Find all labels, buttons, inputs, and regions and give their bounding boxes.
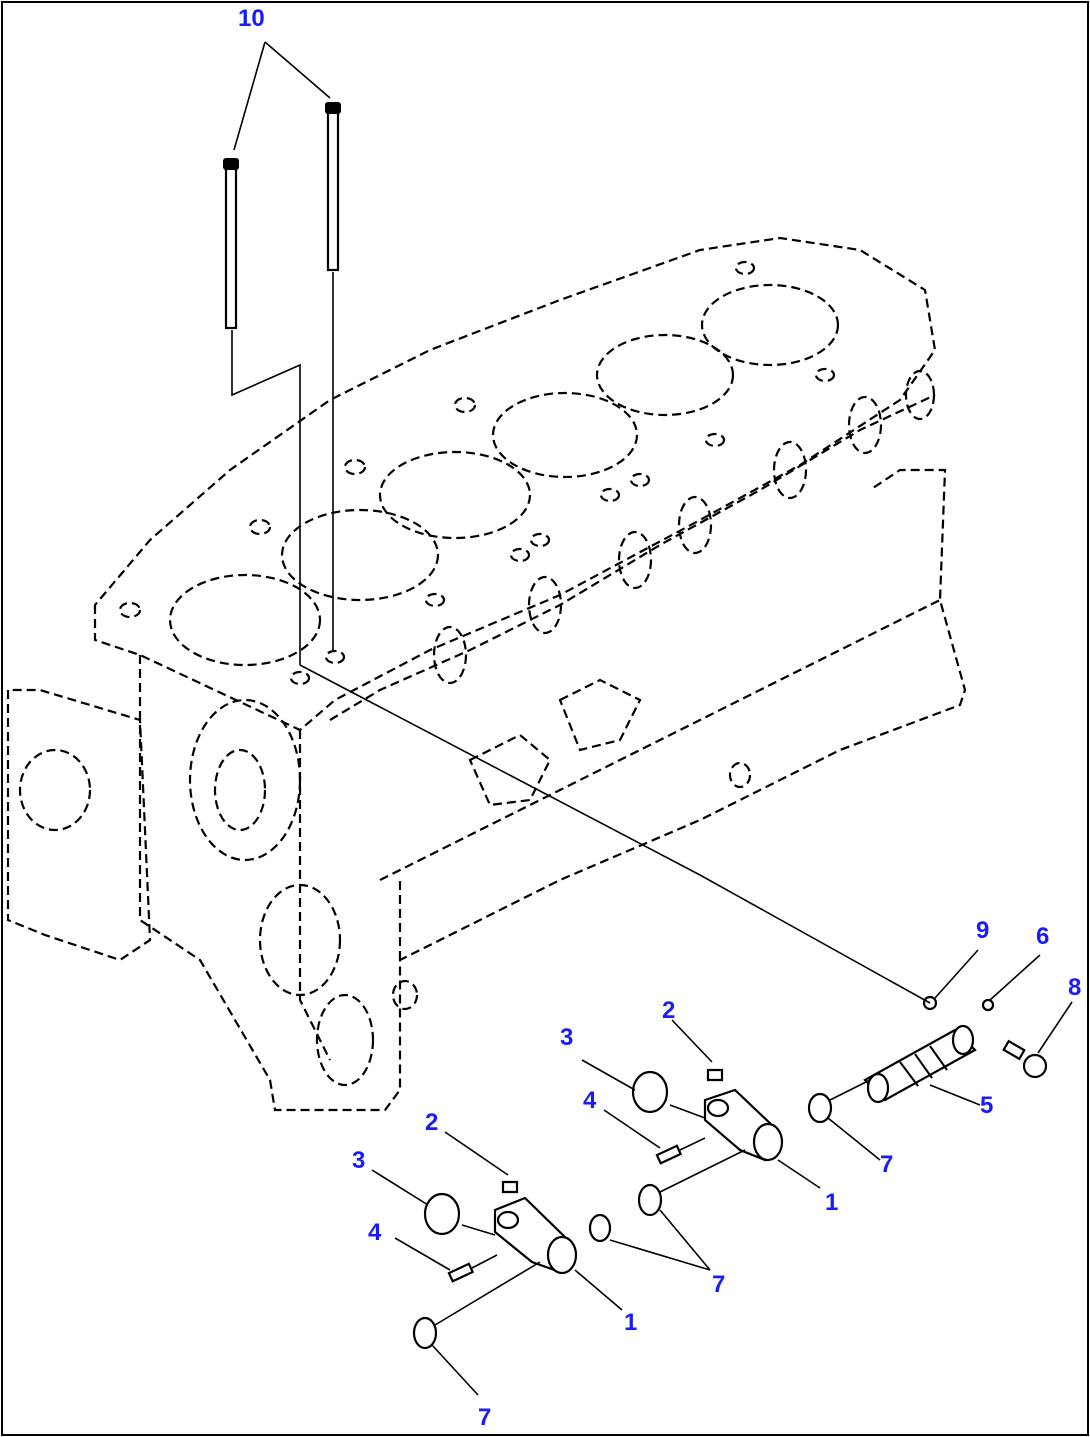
callout-labels: 10 9 6 8 5 7 2 3 4 1 7 2 3 4 1 7 (238, 5, 1081, 1431)
rocker-lower-boss (546, 1235, 578, 1275)
callout-1-upper: 1 (825, 1189, 838, 1216)
block-web-2 (468, 733, 552, 807)
callout-8-leader (1037, 1001, 1073, 1054)
callout-1-lower: 1 (624, 1309, 637, 1336)
callout-3a-leader (581, 1059, 636, 1091)
cylinder-bore-1 (168, 573, 322, 667)
timing-gear (188, 698, 302, 862)
part-7-oring-upper (637, 1183, 663, 1217)
callout-1b-leader (574, 1269, 623, 1311)
callout-7-lower: 7 (478, 1404, 491, 1431)
part-7-oring-lower (412, 1316, 438, 1350)
lower-gear-housing (258, 883, 342, 997)
part-7-oring-valve (807, 1092, 833, 1124)
valve-install-leader (299, 664, 931, 1004)
rocker-upper-boss (752, 1122, 784, 1162)
callout-6-leader (989, 954, 1041, 1001)
timing-gear-hub (213, 748, 267, 832)
callout-7-middle: 7 (712, 1271, 725, 1298)
upper-rocker-leaders (659, 1104, 746, 1193)
part-2-nut-upper (706, 1068, 724, 1082)
camshaft-lobes (432, 369, 936, 685)
cylinder-bore-5 (595, 333, 735, 417)
cylinder-bore-4 (491, 391, 639, 479)
deck-bolt-holes (118, 260, 836, 686)
callout-9-leader (934, 949, 979, 999)
part-6-ring (981, 998, 995, 1012)
cylinder-head-deck (93, 236, 937, 732)
callout-4-lower: 4 (368, 1219, 382, 1246)
rocker-lower-hole (496, 1210, 520, 1230)
front-cover-opening (18, 748, 92, 832)
bolt-right-head (325, 102, 341, 114)
callout-3b-leader (371, 1169, 429, 1206)
bolt-left-leader (231, 330, 301, 665)
block-skirt-line (379, 599, 941, 881)
callout-4a-leader (603, 1109, 661, 1149)
pump-boss (315, 993, 375, 1087)
callout-3-lower: 3 (352, 1147, 365, 1174)
cylinder-bore-2 (280, 508, 440, 602)
part-3-washer-lower (423, 1192, 461, 1236)
part-4-pin-upper (655, 1144, 683, 1165)
callout-10-arrows (233, 41, 331, 151)
valve-end-left (866, 1072, 890, 1104)
callout-5: 5 (980, 1092, 993, 1119)
engine-block (6, 236, 967, 1112)
callout-9: 9 (976, 917, 989, 944)
callout-2-upper: 2 (662, 997, 675, 1024)
bolt-left (224, 166, 238, 330)
callout-7b-arrows (609, 1209, 711, 1271)
bolt-left-head (223, 158, 239, 170)
part-3-washer-upper (631, 1070, 669, 1114)
rocker-upper-hole (706, 1098, 730, 1118)
part-7-oring-middle (588, 1213, 612, 1243)
crankcase-outline (138, 468, 967, 1112)
callout-8: 8 (1068, 974, 1081, 1001)
part-8-plug-bolt (1002, 1039, 1048, 1079)
callout-7-valve: 7 (880, 1151, 893, 1178)
lower-rocker-assembly (371, 1131, 711, 1396)
part-4-pin-lower (447, 1262, 475, 1283)
camshaft-line (329, 394, 936, 721)
valve-oring-leader (829, 1079, 871, 1101)
upper-rocker-assembly (581, 1019, 821, 1217)
callout-7c-leader (431, 1344, 479, 1396)
callout-10: 10 (238, 5, 265, 32)
callout-2a-leader (671, 1019, 713, 1063)
callout-2-lower: 2 (425, 1109, 438, 1136)
callout-4b-leader (394, 1237, 451, 1271)
front-cover (6, 688, 152, 962)
part-5-valve-assembly (299, 664, 1073, 1161)
callout-1a-leader (777, 1159, 821, 1189)
callout-4-upper: 4 (583, 1087, 597, 1114)
callout-5-leader (929, 1084, 981, 1106)
callout-7a-leader (827, 1117, 881, 1161)
callout-6: 6 (1036, 923, 1049, 950)
callout-3-upper: 3 (560, 1024, 573, 1051)
cylinder-bore-6 (700, 283, 840, 367)
bolt-right (326, 110, 340, 272)
block-web (558, 678, 642, 752)
block-boss-2 (391, 979, 419, 1011)
cylinder-bore-3 (378, 450, 532, 540)
part-2-nut-lower (501, 1180, 519, 1194)
block-front-edge (298, 730, 331, 1061)
valve-end-right (951, 1024, 975, 1056)
lower-rocker-leaders (434, 1224, 541, 1326)
block-boss (728, 761, 752, 789)
callout-2b-leader (444, 1131, 509, 1176)
part-10-bolts (223, 41, 341, 665)
